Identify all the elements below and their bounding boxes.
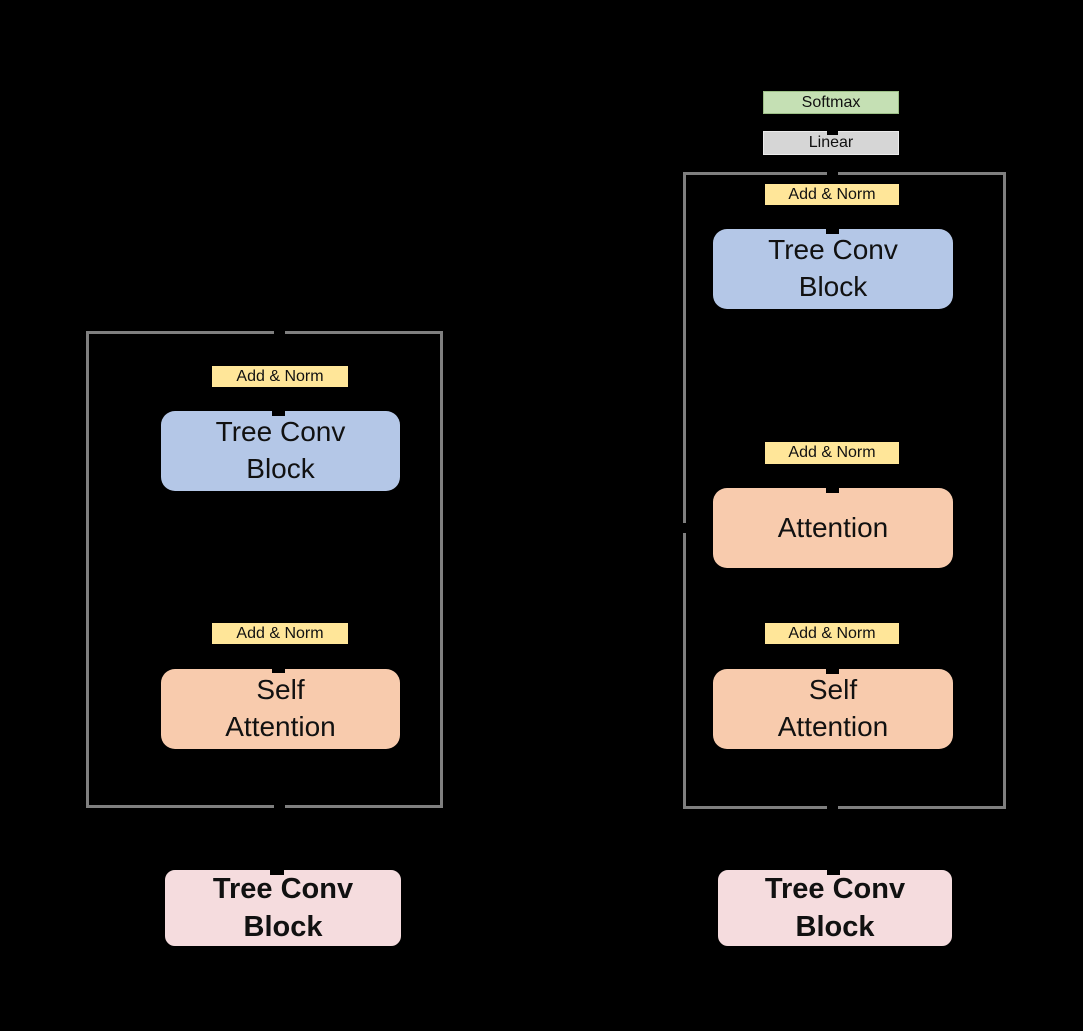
encoder-input-tree-conv-block-label: Tree Conv Block (212, 872, 354, 943)
softmax-label: Softmax (801, 93, 861, 111)
encoder-container (86, 331, 443, 808)
encoder-tree-conv-block-label: Tree Conv Block (215, 416, 346, 484)
decoder-tree-conv-block-label: Tree Conv Block (768, 234, 898, 302)
encoder-add-norm-top-label: Add & Norm (236, 367, 324, 385)
encoder-add-norm-bottom-label: Add & Norm (236, 624, 324, 642)
linear-box: Linear (763, 131, 899, 155)
decoder-attention-arrow-notch (826, 486, 839, 493)
decoder-attention-box: Attention (713, 488, 953, 568)
encoder-input-arrow-notch (270, 866, 284, 875)
decoder-tree-conv-block-box: Tree Conv Block (713, 229, 953, 309)
encoder-tree-conv-block-box: Tree Conv Block (161, 411, 400, 491)
encoder-add-norm-top-box: Add & Norm (212, 366, 348, 387)
encoder-self-attention-box: Self Attention (161, 669, 400, 749)
decoder-add-norm-top-box: Add & Norm (765, 184, 899, 205)
decoder-self-attention-label: Self Attention (777, 674, 889, 742)
encoder-self-attention-arrow-notch (272, 667, 285, 673)
decoder-self-attention-box: Self Attention (713, 669, 953, 749)
decoder-attention-label: Attention (777, 511, 889, 543)
decoder-input-tree-conv-block-label: Tree Conv Block (764, 872, 906, 943)
encoder-tree-conv-arrow-notch (272, 409, 285, 416)
decoder-top-border-gap (827, 170, 838, 178)
decoder-add-norm-bottom-box: Add & Norm (765, 623, 899, 644)
decoder-left-border-gap (681, 523, 689, 533)
decoder-container (683, 172, 1006, 809)
decoder-input-tree-conv-block-box: Tree Conv Block (716, 868, 954, 948)
decoder-bottom-border-gap (827, 802, 838, 811)
encoder-self-attention-label: Self Attention (225, 674, 336, 742)
decoder-add-norm-bottom-label: Add & Norm (788, 624, 876, 642)
encoder-bottom-border-gap (274, 802, 285, 811)
decoder-add-norm-top-label: Add & Norm (788, 185, 876, 203)
linear-label: Linear (808, 134, 854, 151)
encoder-input-tree-conv-block-box: Tree Conv Block (163, 868, 403, 948)
decoder-add-norm-middle-label: Add & Norm (788, 444, 876, 461)
decoder-self-attention-arrow-notch (826, 667, 839, 674)
decoder-add-norm-middle-box: Add & Norm (765, 442, 899, 464)
decoder-tree-conv-arrow-notch (826, 227, 839, 234)
decoder-input-arrow-notch (827, 866, 840, 875)
encoder-top-border-gap (274, 329, 285, 337)
linear-arrow-notch (827, 129, 838, 135)
encoder-add-norm-bottom-box: Add & Norm (212, 623, 348, 644)
softmax-box: Softmax (763, 91, 899, 114)
